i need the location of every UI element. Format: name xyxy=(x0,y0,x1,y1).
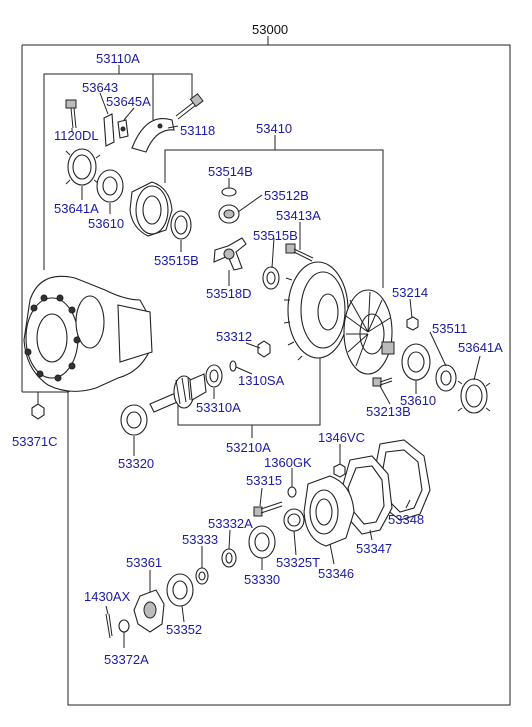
bearing-53511 xyxy=(435,364,457,392)
ring-gear xyxy=(283,261,349,361)
part-labels: 53000 53110A 53643 53645A 1120DL 53118 5… xyxy=(12,22,503,667)
bracket-53410 xyxy=(164,135,384,288)
nut-53214 xyxy=(406,316,419,331)
washer-53515B-right xyxy=(262,266,280,290)
spacer-1310SA xyxy=(229,360,237,372)
label-53372A: 53372A xyxy=(104,652,149,667)
washer-53333 xyxy=(195,567,209,585)
bearing-53330 xyxy=(248,525,276,559)
label-53643: 53643 xyxy=(82,80,118,95)
pin-53413A xyxy=(285,243,314,262)
nut-53312 xyxy=(257,340,271,358)
label-53518D: 53518D xyxy=(206,286,252,301)
adjuster-53641A-left xyxy=(65,148,101,186)
label-53118: 53118 xyxy=(180,123,215,138)
washer-53515B-left xyxy=(170,210,192,240)
bolt-bearing-cap xyxy=(175,93,204,120)
bearing-53320 xyxy=(120,404,148,436)
seal-53325T xyxy=(283,508,305,532)
label-53515B-left: 53515B xyxy=(154,253,199,268)
label-53610-left: 53610 xyxy=(88,216,124,231)
label-53320: 53320 xyxy=(118,456,154,471)
label-53330: 53330 xyxy=(244,572,280,587)
label-53348: 53348 xyxy=(388,512,424,527)
label-53371C: 53371C xyxy=(12,434,58,449)
spacer-53332A xyxy=(221,548,237,568)
label-53000: 53000 xyxy=(252,22,288,37)
label-53347: 53347 xyxy=(356,541,392,556)
label-53210A: 53210A xyxy=(226,440,271,455)
label-53325T: 53325T xyxy=(276,555,320,570)
label-1310SA: 1310SA xyxy=(238,373,285,388)
bolt-1120DL xyxy=(65,99,77,129)
label-53413A: 53413A xyxy=(276,208,321,223)
bolt-53315 xyxy=(253,501,283,517)
nut-1346VC xyxy=(333,463,346,478)
carrier-53346 xyxy=(303,475,355,547)
bearing-53610-left xyxy=(96,169,124,203)
label-53332A: 53332A xyxy=(208,516,253,531)
label-1120DL: 1120DL xyxy=(54,128,99,143)
label-1430AX: 1430AX xyxy=(84,589,131,604)
washer-1360GK xyxy=(287,486,297,498)
label-53361: 53361 xyxy=(126,555,162,570)
differential-case-half xyxy=(343,289,395,375)
leader-lines xyxy=(71,92,481,648)
bolt-53213B xyxy=(372,377,393,387)
bearing-53610-right xyxy=(401,343,431,381)
label-1360GK: 1360GK xyxy=(264,455,312,470)
label-53312: 53312 xyxy=(216,329,252,344)
label-53352: 53352 xyxy=(166,622,202,637)
label-53213B: 53213B xyxy=(366,404,411,419)
pin-1430AX xyxy=(105,613,113,639)
flange-53361 xyxy=(133,589,165,633)
bearing-cap xyxy=(131,118,175,153)
label-53315: 53315 xyxy=(246,473,282,488)
label-53511: 53511 xyxy=(432,321,467,336)
seal-53352 xyxy=(166,573,194,607)
label-53512B: 53512B xyxy=(264,188,309,203)
label-53110A: 53110A xyxy=(96,51,140,66)
label-53333: 53333 xyxy=(182,532,218,547)
nut-53372A xyxy=(118,619,130,633)
adjuster-53641A-right xyxy=(457,378,491,414)
label-53641A-left: 53641A xyxy=(54,201,99,216)
pinion-gear-53512B xyxy=(218,204,240,224)
washer-53514B xyxy=(221,187,237,197)
label-53515B-right: 53515B xyxy=(253,228,298,243)
washer-53645A xyxy=(117,119,129,139)
spider-53518D xyxy=(213,237,247,271)
bracket-53110A xyxy=(43,65,193,270)
differential-carrier-housing xyxy=(23,275,153,392)
label-53214: 53214 xyxy=(392,285,428,300)
differential-case xyxy=(129,181,173,237)
label-53641A-right: 53641A xyxy=(458,340,503,355)
label-1346VC: 1346VC xyxy=(318,430,365,445)
label-53410: 53410 xyxy=(256,121,292,136)
bearing-53310A xyxy=(205,364,223,388)
label-53645A: 53645A xyxy=(106,94,151,109)
nut-53371C xyxy=(31,403,45,420)
label-53310A: 53310A xyxy=(196,400,241,415)
gasket-53347 xyxy=(341,455,393,535)
drive-pinion xyxy=(149,373,207,413)
label-53346: 53346 xyxy=(318,566,354,581)
label-53514B: 53514B xyxy=(208,164,253,179)
label-53610-right: 53610 xyxy=(400,393,436,408)
plate-53643 xyxy=(103,113,115,147)
